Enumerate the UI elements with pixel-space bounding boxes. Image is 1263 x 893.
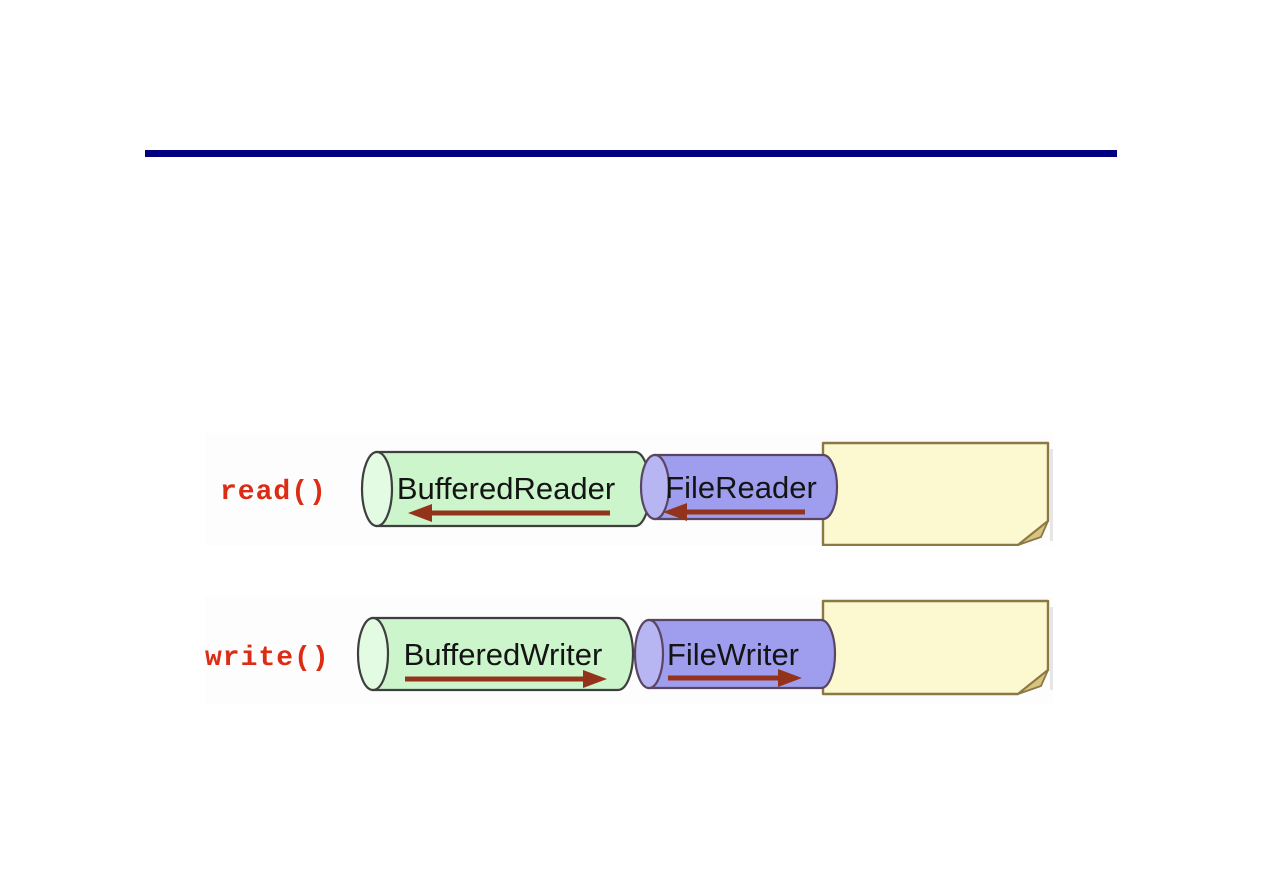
- write-file-flow-arrow-right-icon: [778, 669, 802, 687]
- file-reader-label: FileReader: [665, 470, 817, 505]
- read-flow-arrow-left-icon: [408, 504, 432, 522]
- buffered-reader-label: BufferedReader: [397, 471, 615, 506]
- write-flow-arrow-right-icon: [583, 670, 607, 688]
- file-writer-cylinder-cap: [633, 618, 665, 690]
- read-file-flow-arrow-left-icon: [663, 503, 687, 521]
- read-method-label: read(): [220, 477, 327, 508]
- buffered-writer-cylinder-cap: [356, 616, 390, 692]
- write-stream-graphic: BufferedWriter FileWriter: [356, 599, 1053, 696]
- buffered-writer-label: BufferedWriter: [404, 637, 603, 672]
- file-reader-cylinder-cap: [639, 453, 671, 521]
- read-stream-diagram: read() BufferedReader FileReader: [205, 433, 1053, 546]
- write-method-label: write(): [205, 643, 330, 674]
- file-document-fold-icon: [1017, 520, 1049, 546]
- file-document-icon: [821, 599, 1050, 696]
- file-writer-label: FileWriter: [667, 637, 799, 672]
- header-rule: [145, 150, 1117, 157]
- buffered-reader-cylinder-cap: [360, 450, 394, 528]
- buffered-writer-cylinder: [371, 616, 635, 692]
- file-document-shadow: [1050, 449, 1053, 541]
- file-document-shadow: [1050, 607, 1053, 690]
- write-stream-diagram: write() BufferedWriter FileWriter: [205, 597, 1053, 704]
- file-reader-cylinder: [653, 453, 839, 521]
- file-writer-cylinder: [647, 618, 837, 690]
- file-document-fold-icon: [1017, 669, 1049, 695]
- read-stream-graphic: BufferedReader FileReader: [360, 441, 1053, 546]
- file-document-icon: [821, 441, 1050, 546]
